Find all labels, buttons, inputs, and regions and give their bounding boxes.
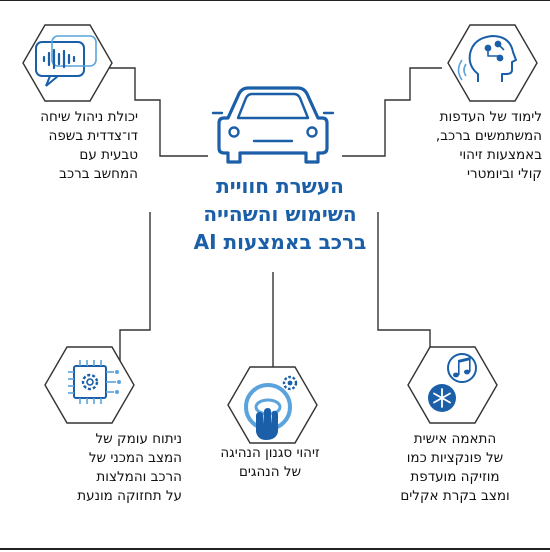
label-line: הרכב והמלצות	[96, 469, 182, 485]
label-line: באמצעות זיהוי	[459, 147, 542, 163]
hexagon-top-left	[22, 24, 113, 102]
label-line: יכולת ניהול שיחה	[40, 109, 138, 125]
steering-hand-gear-icon	[244, 375, 298, 440]
label-line: על תחזוקה מונעת	[77, 488, 182, 504]
chip-gear-icon	[68, 360, 121, 404]
label-line: המשתמשים ברכב,	[435, 128, 542, 144]
hexagon-bottom-middle	[227, 366, 318, 444]
label-line: המחשב ברכב	[59, 166, 138, 182]
label-line: ניתוח עומק של	[95, 431, 183, 447]
label-line: התאמה אישית	[413, 431, 497, 447]
label-line: לימוד של העדפות	[439, 109, 542, 125]
label-conversation: יכולת ניהול שיחה דו־צדדית בשפה טבעית עם …	[10, 108, 138, 184]
label-preferences: לימוד של העדפות המשתמשים ברכב, באמצעות ז…	[410, 108, 542, 184]
label-line: של פונקציות כמו	[406, 450, 504, 466]
center-title-line: השימוש והשהייה	[203, 202, 357, 226]
center-title: העשרת חוויית השימוש והשהייה ברכב באמצעות…	[170, 172, 390, 256]
label-maintenance: ניתוח עומק של המצב המכני של הרכב והמלצות…	[20, 430, 182, 506]
label-line: טבעית עם	[79, 147, 138, 163]
connector-top-right	[342, 67, 442, 157]
bottom-rule	[0, 548, 550, 550]
connector-bottom-right	[377, 212, 431, 350]
connector-top-left	[103, 67, 208, 157]
label-line: של הנהגים	[238, 464, 302, 480]
top-rule	[0, 0, 550, 1]
label-line: זיהוי סגנון הנהיגה	[220, 445, 320, 461]
speech-bubble-waveform-icon	[35, 35, 97, 87]
head-circuit-icon	[457, 35, 517, 82]
center-title-line: העשרת חוויית	[216, 174, 344, 198]
label-line: המצב המכני של	[88, 450, 182, 466]
music-snowflake-icon	[428, 353, 477, 412]
label-line: קולי וביומטרי	[467, 166, 542, 182]
connector-bottom-left	[100, 212, 151, 369]
connector-lines	[100, 67, 442, 369]
car-front-icon	[211, 86, 335, 164]
label-line: דו־צדדית בשפה	[48, 128, 138, 144]
label-line: מוזיקה מועדפת	[410, 469, 500, 485]
label-personalization: התאמה אישית של פונקציות כמו מוזיקה מועדפ…	[380, 430, 530, 506]
center-title-line: ברכב באמצעות AI	[193, 230, 367, 254]
label-driving-style: זיהוי סגנון הנהיגה של הנהגים	[205, 444, 335, 482]
label-line: ומצב בקרת אקלים	[400, 488, 510, 504]
hexagon-top-right	[447, 24, 538, 102]
